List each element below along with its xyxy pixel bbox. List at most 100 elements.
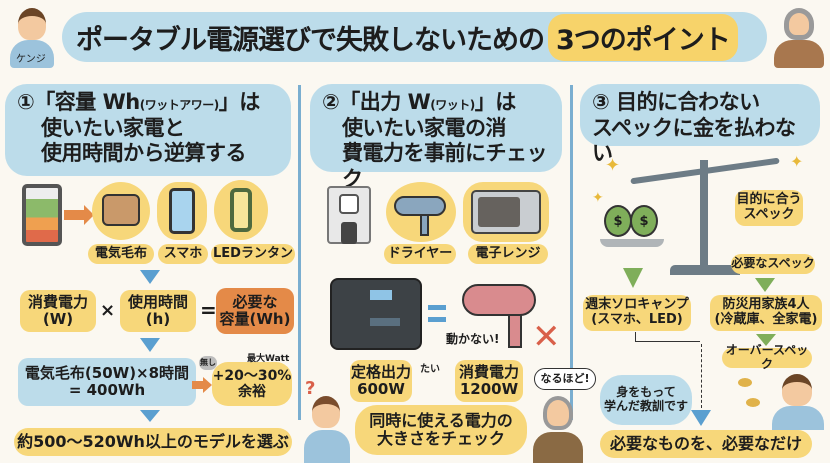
arrow-down-icon <box>756 334 776 346</box>
arrow-down-icon <box>140 270 160 284</box>
device-label: ドライヤー <box>384 244 456 264</box>
arrow-right-icon <box>192 381 204 389</box>
margin-text: 余裕 <box>238 384 266 400</box>
arrow-down-icon <box>755 278 775 292</box>
over-spec-label: オーバースペック <box>722 343 812 371</box>
dashed-line <box>701 344 702 408</box>
coins-icon <box>738 378 752 387</box>
avatar-grandmother <box>772 6 826 68</box>
lesson-text: 学んだ教訓です <box>603 399 688 413</box>
example-calculation: 電気毛布(50W)×8時間= 400Wh <box>18 358 196 406</box>
margin-box: +20〜30%余裕 <box>212 362 292 406</box>
device-label: スマホ <box>158 244 208 264</box>
rated-text: 定格出力 <box>350 362 411 381</box>
speech-text: 大きさをチェック <box>376 429 505 448</box>
example-text: 電気毛布(50W)×8時間 <box>24 363 190 382</box>
formula-text: (h) <box>145 310 171 328</box>
battery-icon <box>22 184 62 246</box>
speech-bubble: 同時に使える電力の大きさをチェック <box>355 405 527 455</box>
avatar-woman <box>304 396 350 463</box>
margin-text: +20〜30% <box>212 367 292 384</box>
reaction-bubble: なるほど! <box>534 368 596 390</box>
heading-text: 目的に合わない <box>616 90 760 114</box>
formula-capacity: 必要な容量(Wh) <box>216 288 294 334</box>
multiply-sign: × <box>100 300 116 321</box>
heading-text: 費電力を事前にチェック <box>342 141 548 191</box>
microwave-icon <box>463 182 549 242</box>
result-banner: 約500〜520Wh以上のモデルを選ぶ <box>14 428 292 456</box>
case-text: (冷蔵庫、全家電) <box>714 312 818 327</box>
balance-base <box>670 265 740 275</box>
smartphone-icon <box>157 182 207 240</box>
consumption-text: 1200W <box>459 380 519 398</box>
conclusion-banner: 必要なものを、必要なだけ <box>600 430 812 458</box>
balance-pillar <box>700 160 708 268</box>
point-number: ① <box>17 90 35 114</box>
heading-text: 」は <box>474 90 517 114</box>
point-number: ③ <box>592 90 610 114</box>
lesson-text: 身をもって <box>616 385 676 400</box>
heading-text: 使いたい家電と <box>41 115 185 140</box>
speech-text: 同時に使える電力の <box>369 410 513 430</box>
arrow-down-icon <box>140 338 160 352</box>
sparkle-icon: ✦ <box>790 152 804 171</box>
electric-blanket-icon <box>92 182 150 240</box>
fit-spec-label: 目的に合うスペック <box>735 190 803 226</box>
example-text: = 400Wh <box>68 381 146 399</box>
max-watt-note: 最大Watt <box>247 354 290 364</box>
fail-text: 動かない! <box>446 332 500 346</box>
point-number: ② <box>322 90 340 114</box>
arrow-head-icon <box>203 377 212 393</box>
connector-line <box>635 332 700 342</box>
arrow-down-icon <box>691 410 711 426</box>
heading-text: 使用時間から逆算する <box>41 141 247 166</box>
heading-text: 「出力 W <box>339 90 431 114</box>
device-label: LEDランタン <box>211 244 295 264</box>
formula-text: 消費電力 <box>27 292 88 311</box>
point1-heading: ①「容量 Wh(ワットアワー)」は 使いたい家電と 使用時間から逆算する <box>5 84 291 176</box>
formula-text: 必要な <box>232 292 278 311</box>
heading-text: 」は <box>218 90 261 114</box>
fit-spec-text: スペック <box>743 207 795 222</box>
title-highlight: 3つのポイント <box>548 13 738 61</box>
needed-spec-label: 必要なスペック <box>731 254 815 274</box>
red-x-icon: ✕ <box>532 317 561 357</box>
title-text: ポータブル電源選びで失敗しないための <box>76 24 545 56</box>
stray-text: たい <box>420 364 440 375</box>
heading-text: スペックに金を払わない <box>592 115 796 166</box>
column-divider <box>570 85 573 420</box>
led-lantern-icon <box>214 180 268 240</box>
equals-sign: = <box>200 298 217 322</box>
hair-dryer-icon <box>386 182 456 242</box>
formula-text: (W) <box>42 310 74 328</box>
portable-power-station-icon <box>330 278 422 350</box>
fit-spec-text: 目的に合う <box>736 192 802 208</box>
rated-text: 600W <box>357 380 405 398</box>
consumption-text: 消費電力 <box>458 362 519 381</box>
heading-text: 使いたい家電の消 <box>342 115 507 140</box>
column-divider <box>298 85 301 420</box>
sparkle-icon: ✦ <box>592 190 604 206</box>
case-text: 週末ソロキャンプ <box>585 297 689 313</box>
arrow-head-icon <box>84 205 94 225</box>
case-solo-camp: 週末ソロキャンプ(スマホ、LED) <box>583 295 691 331</box>
device-label: 電子レンジ <box>468 244 548 264</box>
sparkle-icon: ✦ <box>605 155 621 176</box>
character-name: ケンジ <box>16 54 46 65</box>
question-mark-icon: ? <box>305 378 316 399</box>
money-bags-icon: $$ <box>600 205 664 249</box>
avatar-man <box>770 374 824 430</box>
coins-icon <box>746 398 760 407</box>
avatar-old-man <box>533 396 583 463</box>
heading-text: (ワット) <box>430 98 475 112</box>
point2-heading: ②「出力 W(ワット)」は 使いたい家電の消 費電力を事前にチェック <box>310 84 562 191</box>
none-badge: 無し <box>199 356 217 370</box>
case-text: (スマホ、LED) <box>591 312 683 327</box>
formula-power: 消費電力(W) <box>20 290 96 332</box>
arrow-right-icon <box>64 210 86 220</box>
point3-heading: ③ 目的に合わない スペックに金を払わない <box>580 84 820 165</box>
heading-text: (ワットアワー) <box>139 98 219 112</box>
